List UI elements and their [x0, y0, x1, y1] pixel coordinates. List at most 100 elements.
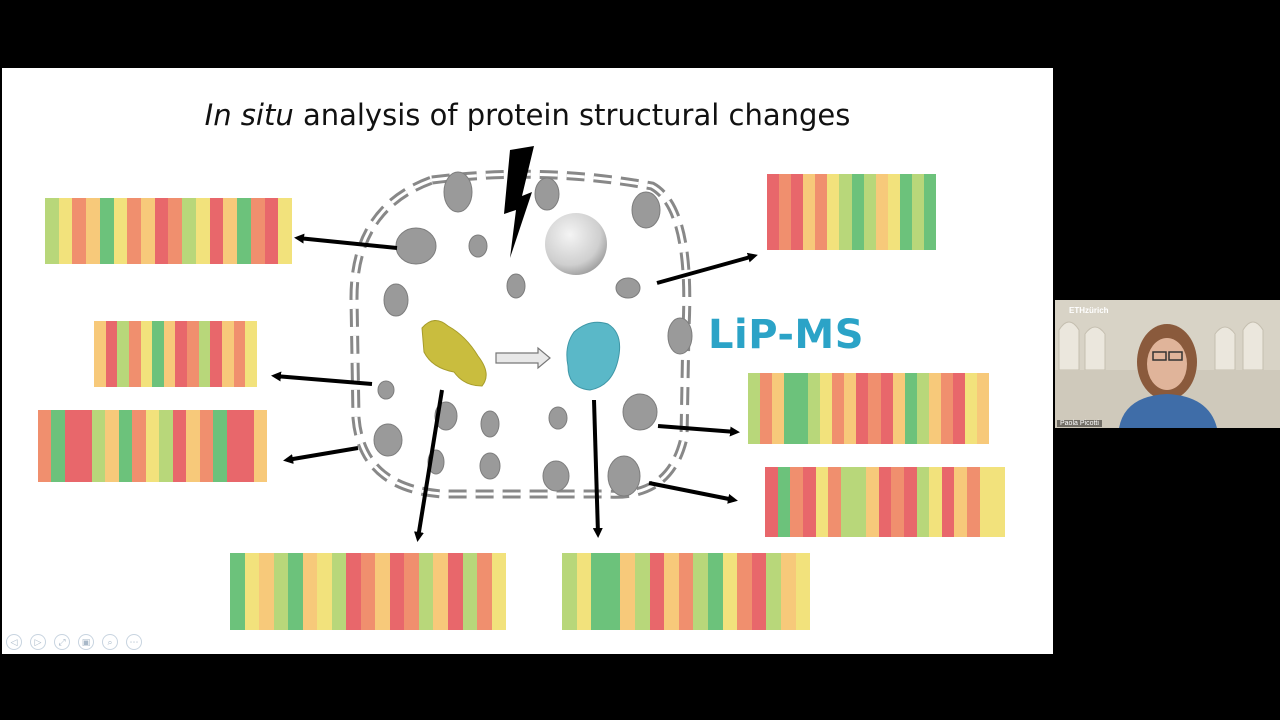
peptide-band: [839, 174, 852, 250]
peptide-band: [820, 373, 833, 444]
presentation-control-icon-0[interactable]: ◁: [6, 634, 22, 650]
peptide-band: [815, 467, 829, 537]
peptide-band: [64, 410, 79, 482]
peptide-band: [331, 553, 347, 630]
presentation-control-icon-3[interactable]: ▣: [78, 634, 94, 650]
peptide-band: [851, 174, 864, 250]
peptide-band: [127, 198, 142, 264]
peptide-band: [760, 373, 773, 444]
peptide-band: [878, 467, 892, 537]
peptide-band: [213, 410, 227, 482]
presentation-control-icon-2[interactable]: ⤢: [54, 634, 70, 650]
peptide-band: [772, 373, 785, 444]
peptide-band: [360, 553, 376, 630]
peptide-band: [389, 553, 405, 630]
peptide-band: [132, 410, 146, 482]
peptide-band: [828, 467, 841, 537]
peptide-band: [605, 553, 621, 630]
peptide-band: [259, 553, 274, 630]
peptide-band: [992, 467, 1005, 537]
peptide-band: [38, 410, 52, 482]
peptide-band: [832, 373, 845, 444]
peptide-band: [45, 198, 59, 264]
eth-zurich-logo: ETHzürich: [1069, 306, 1109, 315]
peptide-band: [780, 553, 796, 630]
peptide-band: [802, 467, 816, 537]
peptide-band: [911, 174, 925, 250]
peptide-strip-bottom-left: [230, 553, 507, 630]
peptide-band: [967, 467, 980, 537]
peptide-band: [273, 553, 289, 630]
peptide-band: [404, 553, 419, 630]
peptide-band: [748, 373, 761, 444]
peptide-band: [186, 410, 200, 482]
peptide-band: [765, 467, 778, 537]
arrows: [271, 233, 758, 542]
peptide-band: [159, 410, 173, 482]
grey-proteins: [373, 171, 693, 497]
peptide-band: [853, 467, 866, 537]
peptide-band: [346, 553, 361, 630]
peptide-band: [916, 373, 929, 444]
peptide-band: [620, 553, 635, 630]
peptide-band: [491, 553, 507, 630]
peptide-band: [113, 198, 128, 264]
peptide-band: [737, 553, 752, 630]
peptide-band: [868, 373, 881, 444]
peptide-band: [866, 467, 879, 537]
peptide-band: [226, 410, 241, 482]
peptide-band: [815, 174, 828, 250]
peptide-band: [240, 410, 254, 482]
peptide-band: [928, 373, 941, 444]
presentation-control-icon-5[interactable]: ⋯: [126, 634, 142, 650]
peptide-band: [940, 373, 953, 444]
peptide-band: [777, 467, 791, 537]
peptide-band: [976, 373, 989, 444]
slide-title: In situ analysis of protein structural c…: [2, 98, 1053, 132]
presentation-control-icon-4[interactable]: ⌕: [102, 634, 118, 650]
peptide-band: [152, 321, 164, 387]
peptide-band: [175, 321, 188, 387]
peptide-band: [250, 198, 265, 264]
participant-name: Paola Picotti: [1057, 420, 1102, 427]
peptide-band: [904, 373, 917, 444]
peptide-band: [844, 373, 857, 444]
peptide-band: [562, 553, 577, 630]
peptide-band: [576, 553, 592, 630]
peptide-band: [929, 467, 942, 537]
peptide-band: [195, 198, 210, 264]
peptide-band: [105, 410, 119, 482]
peptide-band: [198, 321, 211, 387]
presentation-control-icon-1[interactable]: ▷: [30, 634, 46, 650]
webcam-thumbnail[interactable]: ETHzürich Paola Picotti: [1055, 300, 1280, 428]
peptide-band: [182, 198, 196, 264]
peptide-band: [433, 553, 448, 630]
peptide-band: [840, 467, 854, 537]
peptide-band: [209, 198, 224, 264]
peptide-band: [875, 174, 888, 250]
peptide-strip-left-top: [45, 198, 292, 264]
peptide-band: [916, 467, 930, 537]
peptide-band: [154, 198, 169, 264]
peptide-strip-right-top: [767, 174, 937, 250]
presentation-controls: ◁ ▷ ⤢ ▣ ⌕ ⋯: [6, 634, 142, 650]
peptide-band: [418, 553, 434, 630]
peptide-band: [722, 553, 738, 630]
peptide-band: [634, 553, 650, 630]
peptide-band: [264, 198, 279, 264]
peptide-band: [91, 410, 106, 482]
peptide-band: [168, 198, 183, 264]
peptide-band: [880, 373, 893, 444]
peptide-band: [767, 174, 780, 250]
method-label: LiP-MS: [708, 312, 865, 358]
peptide-band: [199, 410, 214, 482]
slide-title-rest: analysis of protein structural changes: [293, 98, 851, 132]
peptide-band: [302, 553, 318, 630]
peptide-band: [664, 553, 679, 630]
peptide-band: [253, 410, 267, 482]
protein-yellow: [421, 320, 487, 387]
peptide-band: [751, 553, 767, 630]
peptide-band: [118, 410, 133, 482]
peptide-band: [827, 174, 840, 250]
webcam-video: [1055, 300, 1280, 428]
